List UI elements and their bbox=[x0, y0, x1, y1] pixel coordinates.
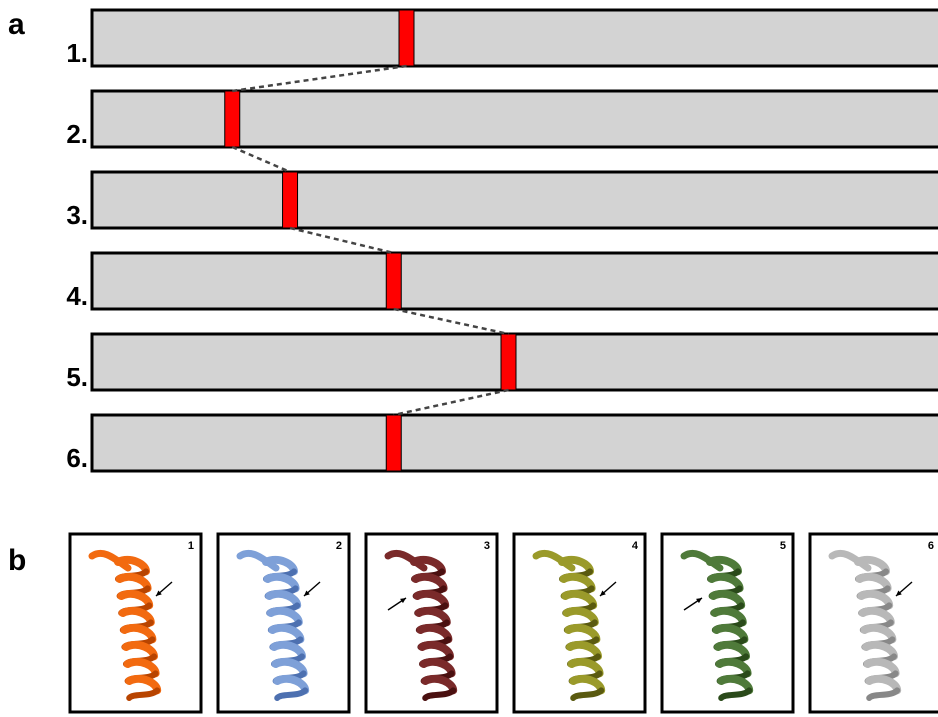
panel-b: 1 2 3 4 5 6 bbox=[68, 532, 938, 714]
connector-line bbox=[231, 145, 291, 174]
row-label: 2. bbox=[66, 119, 88, 149]
structure-box: 1 bbox=[68, 532, 203, 714]
pointer-arrow-icon bbox=[387, 597, 407, 611]
pointer-arrow-icon bbox=[303, 581, 321, 597]
helix-ribbon bbox=[680, 549, 754, 701]
mutation-marker bbox=[224, 90, 241, 148]
helix-ribbon bbox=[236, 549, 310, 701]
pointer-arrow-icon bbox=[155, 581, 173, 597]
row-label: 4. bbox=[66, 281, 88, 311]
sequence-row: 1. bbox=[66, 8, 938, 68]
row-label: 6. bbox=[66, 443, 88, 473]
structure-number: 5 bbox=[780, 540, 786, 552]
sequence-row: 2. bbox=[66, 89, 938, 149]
structure-box: 5 bbox=[660, 532, 795, 714]
row-label: 5. bbox=[66, 362, 88, 392]
panel-a: 1. 2. 3. 4. 5. 6. bbox=[66, 8, 938, 473]
panel-b-letter: b bbox=[8, 544, 26, 577]
mutation-marker bbox=[385, 414, 402, 472]
structure-number: 3 bbox=[484, 540, 490, 552]
pointer-arrow-icon bbox=[599, 581, 617, 597]
connector-line bbox=[393, 307, 509, 336]
row-label: 3. bbox=[66, 200, 88, 230]
connector-line bbox=[232, 64, 407, 93]
sequence-bar bbox=[90, 89, 938, 149]
sequence-bar bbox=[90, 251, 938, 311]
structure-number: 2 bbox=[336, 540, 342, 552]
helix-ribbon bbox=[88, 549, 162, 701]
connector-line bbox=[393, 388, 509, 417]
structure-box: 6 bbox=[808, 532, 938, 714]
sequence-bar bbox=[90, 8, 938, 68]
structure-number: 1 bbox=[188, 540, 194, 552]
structure-number: 6 bbox=[928, 540, 934, 552]
pointer-arrow-icon bbox=[683, 597, 703, 611]
structure-box: 4 bbox=[512, 532, 647, 714]
structure-box: 3 bbox=[364, 532, 499, 714]
connector-line bbox=[289, 226, 395, 255]
mutation-marker bbox=[500, 333, 517, 391]
row-label: 1. bbox=[66, 38, 88, 68]
mutation-marker bbox=[282, 171, 299, 229]
sequence-row: 6. bbox=[66, 413, 938, 473]
structure-number: 4 bbox=[632, 540, 639, 552]
mutation-marker bbox=[398, 9, 415, 67]
pointer-arrow-icon bbox=[895, 581, 913, 597]
helix-ribbon bbox=[384, 549, 458, 701]
panel-a-letter: a bbox=[8, 8, 25, 41]
sequence-row: 4. bbox=[66, 251, 938, 311]
structure-box: 2 bbox=[216, 532, 351, 714]
helix-ribbon bbox=[532, 549, 606, 701]
sequence-row: 3. bbox=[66, 170, 938, 230]
sequence-row: 5. bbox=[66, 332, 938, 392]
helix-ribbon bbox=[828, 549, 902, 701]
sequence-bar bbox=[90, 413, 938, 473]
mutation-marker bbox=[385, 252, 402, 310]
sequence-bar bbox=[90, 170, 938, 230]
